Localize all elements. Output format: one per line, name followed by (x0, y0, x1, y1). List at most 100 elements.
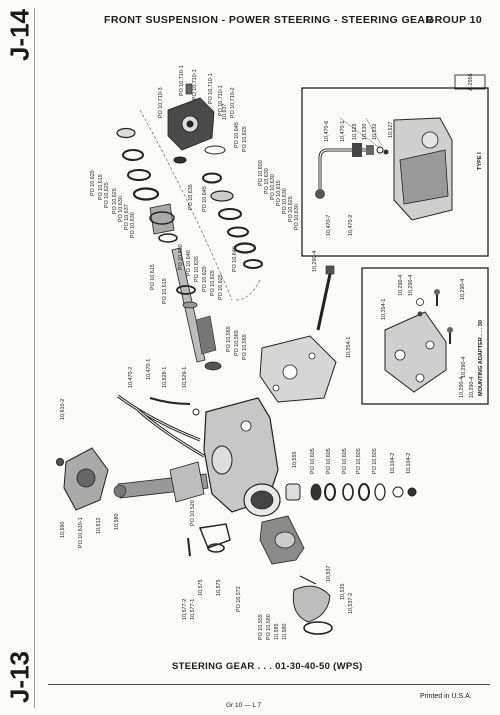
callout: PO 10,645 (234, 122, 240, 148)
callout: PO 10,625 (210, 270, 216, 296)
page-title: FRONT SUSPENSION - POWER STEERING - STEE… (104, 14, 434, 26)
inset1-label: 10,470-7 (326, 215, 332, 236)
callout: PO 10,630 (294, 204, 300, 230)
callout: PO 10,710-1 (218, 85, 224, 116)
inset1-label: 10,470-2 (348, 215, 354, 236)
callout: 10,354-1 (346, 337, 352, 358)
callout: PO 10,625 (112, 188, 118, 214)
callout: PO 10,565 (226, 326, 232, 352)
callout: PO 10,565 (242, 334, 248, 360)
callout: PO 10,630 (130, 212, 136, 238)
figure-number: A-2955 (468, 73, 474, 90)
callout: PO 10,630 (282, 188, 288, 214)
callout: 10,470-2 (128, 367, 134, 388)
callout: PO 10,630 (270, 174, 276, 200)
callout: PO 10,640 (232, 246, 238, 272)
callout: PO 10,615 (162, 278, 168, 304)
callout: PO 10,710-1 (208, 73, 214, 104)
callout: PO 10,625 (288, 196, 294, 222)
callout: 10,537 (326, 566, 332, 583)
callout: PO 10,650 (258, 160, 264, 186)
callout: PO 10,625 (242, 126, 248, 152)
inset1-label: 10,470-6 (324, 121, 330, 142)
inset-type1-title: TYPE I (477, 152, 483, 170)
inset-mounting-adapter: MOUNTING ADAPTER . . . 30 10,290-4 10,29… (361, 267, 489, 405)
callout: PO 10,615 (276, 180, 282, 206)
callout: 10,529-1 (182, 367, 188, 388)
callout: PO 10,625 (202, 266, 208, 292)
callout: PO 10,710-2 (230, 87, 236, 118)
adapter-label: 10,290-4 (469, 377, 475, 398)
adapter-label: 10,354-1 (381, 299, 387, 320)
callout: 10,290-4 (312, 251, 318, 272)
callout: PO 10,605 (326, 448, 332, 474)
binding-rule (34, 8, 35, 708)
group-label: GROUP 10 (426, 14, 483, 26)
callout: PO 10,650 (178, 244, 184, 270)
callout: PO 10,625 (104, 182, 110, 208)
callout: PO 10,520 (190, 500, 196, 526)
inset-adapter-title: MOUNTING ADAPTER . . . 30 (478, 320, 484, 396)
callout: PO 10,580 (266, 614, 272, 640)
callout: 10,590 (60, 522, 66, 539)
adapter-label: 10,290-4 (461, 357, 467, 378)
callout: 10,577-1 (190, 599, 196, 620)
adapter-label: 10,290-4 (408, 275, 414, 296)
callout: 10,104-2 (390, 453, 396, 474)
callout: 10,470-1 (146, 359, 152, 380)
callout: PO 10,635 (194, 256, 200, 282)
callout: 10,104-2 (406, 453, 412, 474)
inset1-label: 10,470-1 (340, 121, 346, 142)
callout: PO 10,637 (124, 204, 130, 230)
adapter-label: 10,290-4 (398, 275, 404, 296)
inset1-label: 10,525 (352, 124, 358, 141)
callout: 10,535 (340, 584, 346, 601)
inset1-label: 10,530 (362, 124, 368, 141)
inset1-label: 10,532 (372, 124, 378, 141)
callout: PO 10,640 (186, 250, 192, 276)
figure-caption: STEERING GEAR . . . 01-30-40-50 (WPS) (172, 661, 363, 672)
callout: PO 10,710-1 (192, 69, 198, 100)
callout: PO 10,630 (264, 168, 270, 194)
callout: PO 10,555 (258, 614, 264, 640)
callout: PO 10,710-3 (158, 87, 164, 118)
callout: 10,637 (222, 104, 228, 121)
page-reference: Gr 10 — L 7 (226, 702, 262, 709)
callout: 10,580 (282, 624, 288, 641)
inset-type1: A-2955 TYPE I 10,470-6 10,470-1 10,525 1… (301, 73, 489, 257)
callout: PO 10,615 (150, 264, 156, 290)
callout: 10,585 (274, 624, 280, 641)
callout: PO 10,565 (234, 330, 240, 356)
callout: 10,575 (216, 580, 222, 597)
adapter-label: 10,290-4 (459, 377, 465, 398)
callout: PO 10,625 (90, 170, 96, 196)
printed-in: Printed in U.S.A. (420, 693, 472, 700)
callout-labels: PO 10,710-1 PO 10,710-1 PO 10,710-3 PO 1… (60, 65, 412, 640)
callout: 10,577-2 (182, 599, 188, 620)
callout: PO 10,635 (188, 184, 194, 210)
callout: PO 10,610-1 (78, 517, 84, 548)
callout: 10,610-2 (60, 399, 66, 420)
callout: PO 10,605 (310, 448, 316, 474)
callout: PO 10,572 (236, 586, 242, 612)
callout: PO 10,645 (202, 186, 208, 212)
callout: 10,580 (114, 514, 120, 531)
callout: 10,575 (198, 580, 204, 597)
callout: PO 10,710-1 (179, 65, 185, 96)
callout: PO 10,615 (98, 174, 104, 200)
callout: PO 10,625 (218, 274, 224, 300)
callout: 10,555 (292, 452, 298, 469)
callout: PO 10,605 (356, 448, 362, 474)
adapter-label: 10,290-4 (460, 279, 466, 300)
main-assembly (56, 83, 417, 635)
callout: PO 10,605 (342, 448, 348, 474)
inset1-label: 10,527 (388, 122, 394, 139)
footer-rule (48, 684, 490, 685)
callout: 10,612 (96, 518, 102, 535)
callout: 10,528-1 (162, 367, 168, 388)
callout: PO 10,630 (118, 196, 124, 222)
callout: PO 10,605 (372, 448, 378, 474)
callout: 10,537-2 (348, 593, 354, 614)
